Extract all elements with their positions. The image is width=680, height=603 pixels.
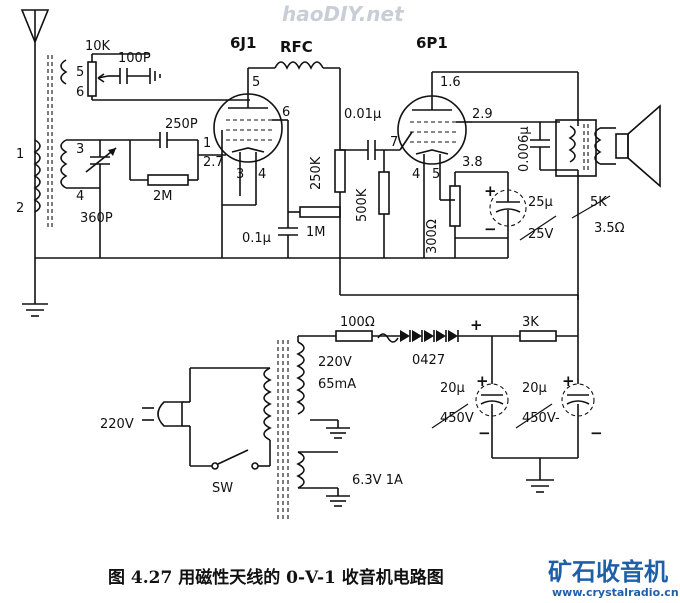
tube-label-6p1: 6P1: [416, 34, 448, 52]
rfc-choke: [274, 61, 324, 70]
pin-label: 3: [236, 167, 244, 182]
label-300: 300Ω: [425, 219, 440, 254]
rectifier-diodes: [400, 330, 459, 342]
label-mains: 220V: [100, 417, 134, 432]
label-heater: 6.3V 1A: [352, 473, 403, 488]
power-switch: [211, 449, 259, 470]
pin-label: 4: [412, 167, 420, 182]
label-20u-1: 20μ: [440, 381, 465, 396]
label-220v-sec: 220V: [318, 355, 352, 370]
pin-label: 2.7: [203, 155, 224, 170]
sign-minus: −: [590, 424, 603, 442]
antenna-symbol: [20, 9, 50, 290]
filter-capacitor-1: [475, 383, 509, 458]
pin-label: 7: [390, 135, 398, 150]
pin-label: 5: [76, 65, 84, 80]
watermark-text: haoDIY.net: [282, 2, 405, 26]
ground-symbol-psu: [526, 479, 554, 493]
resistor-3k: [519, 330, 557, 342]
label-450v-2: 450V-: [522, 411, 560, 426]
pin-label: 6: [76, 85, 84, 100]
pin-label: 4: [76, 189, 84, 204]
capacitor-25u: [489, 189, 527, 238]
tube-6j1: [213, 93, 288, 196]
pin-label: 1: [203, 136, 211, 151]
label-2m: 2M: [153, 189, 173, 204]
label-250k: 250K: [309, 156, 324, 190]
brand-url: www.crystalradio.cn: [552, 586, 679, 599]
label-500k: 500K: [355, 188, 370, 222]
label-001u: 0.01μ: [344, 107, 381, 122]
label-rfc: RFC: [280, 38, 313, 56]
tube-label-6j1: 6J1: [230, 34, 256, 52]
label-01u: 0.1μ: [242, 231, 271, 246]
ground-symbol-main: [22, 290, 48, 317]
pin-label: 3.8: [462, 155, 483, 170]
resistor-1m: [299, 206, 341, 218]
sign-plus: +: [484, 182, 497, 200]
resistor-250k: [334, 149, 346, 193]
pin-label: 4: [258, 167, 266, 182]
grid-leak-network: [100, 132, 226, 186]
sign-minus: −: [484, 220, 497, 238]
regen-potentiometer: [87, 53, 250, 101]
label-360p: 360P: [80, 211, 113, 226]
pin-label: 2.9: [472, 107, 493, 122]
pin-label: 5: [432, 167, 440, 182]
label-25u: 25μ: [528, 195, 553, 210]
pin-label: 1: [16, 147, 24, 162]
label-10k: 10K: [85, 39, 111, 54]
mains-plug-icon: [142, 401, 190, 427]
sign-minus: −: [478, 424, 491, 442]
label-65ma: 65mA: [318, 377, 356, 392]
ferrite-antenna-coil: [33, 55, 68, 230]
label-3k: 3K: [522, 315, 539, 330]
label-0006u: 0.006μ: [517, 127, 532, 173]
label-100: 100Ω: [340, 315, 375, 330]
speaker-icon: [615, 104, 661, 188]
tuning-capacitor: [66, 139, 117, 258]
label-100p: 100P: [118, 51, 151, 66]
label-sw: SW: [212, 481, 233, 496]
sign-plus: +: [562, 372, 575, 390]
resistor-300: [449, 185, 461, 227]
tube-6p1: [397, 95, 472, 200]
brand-name: 矿石收音机: [548, 558, 668, 586]
sign-plus: +: [476, 372, 489, 390]
label-25v: 25V: [528, 227, 554, 242]
pin-label: 1.6: [440, 75, 461, 90]
label-450v-1: 450V: [440, 411, 474, 426]
label-35: 3.5Ω: [594, 221, 625, 236]
resistor-500k: [378, 171, 390, 215]
filter-capacitor-2: [561, 383, 595, 458]
output-transformer: [555, 72, 616, 300]
pin-label: 2: [16, 201, 24, 216]
pin-label: 3: [76, 142, 84, 157]
power-transformer: [263, 340, 305, 520]
pin-label: 6: [282, 105, 290, 120]
pin-label: 5: [252, 75, 260, 90]
label-1m: 1M: [306, 225, 326, 240]
figure-caption: 图 4.27 用磁性天线的 0-V-1 收音机电路图: [108, 567, 444, 588]
resistor-100: [335, 330, 373, 342]
label-250p: 250P: [165, 117, 198, 132]
sign-plus: +: [470, 316, 483, 334]
label-20u-2: 20μ: [522, 381, 547, 396]
label-diode: 0427: [412, 353, 445, 368]
